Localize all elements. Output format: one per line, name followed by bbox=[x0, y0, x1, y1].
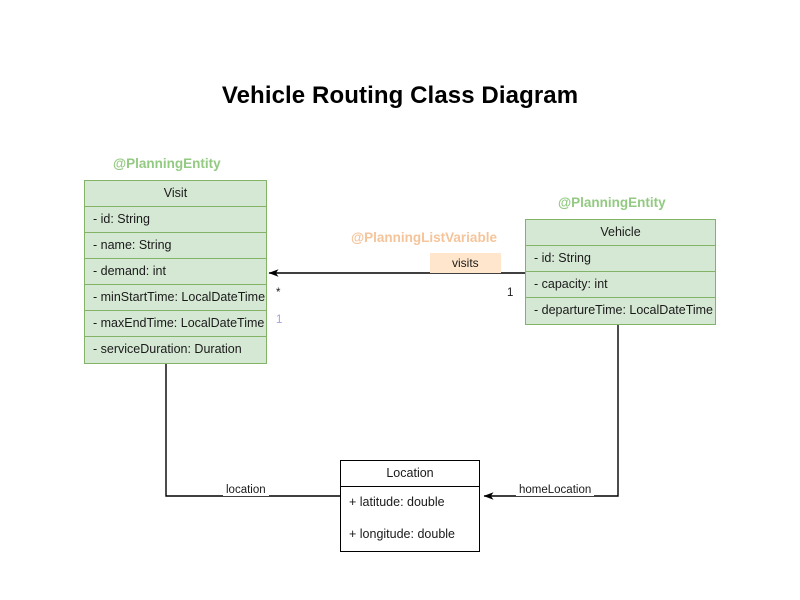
multiplicity-visits-target: * bbox=[276, 287, 281, 299]
class-name-visit: Visit bbox=[85, 181, 266, 207]
class-name-vehicle: Vehicle bbox=[526, 220, 715, 246]
class-attr-location-latitude: + latitude: double bbox=[349, 495, 445, 509]
class-attr-visit-max-end-time: - maxEndTime: LocalDateTime bbox=[85, 311, 266, 337]
edge-label-visits: visits bbox=[430, 253, 501, 273]
page-title: Vehicle Routing Class Diagram bbox=[221, 82, 579, 109]
class-name-location: Location bbox=[341, 461, 479, 487]
annotation-planning-list-variable: @PlanningListVariable bbox=[351, 230, 497, 245]
edge-home-location bbox=[483, 323, 619, 500]
class-box-visit[interactable]: Visit - id: String - name: String - dema… bbox=[84, 180, 267, 364]
class-attr-visit-name: - name: String bbox=[85, 233, 266, 259]
class-attr-visit-demand: - demand: int bbox=[85, 259, 266, 285]
edge-label-location: location bbox=[223, 484, 269, 496]
class-attr-visit-id: - id: String bbox=[85, 207, 266, 233]
class-attr-location-longitude: + longitude: double bbox=[349, 527, 455, 541]
class-attr-visit-service-duration: - serviceDuration: Duration bbox=[93, 342, 242, 356]
multiplicity-visits-source: 1 bbox=[507, 287, 514, 299]
multiplicity-visits-extra: 1 bbox=[276, 314, 283, 326]
class-attr-visit-min-start-time: - minStartTime: LocalDateTime bbox=[85, 285, 266, 311]
class-box-location[interactable]: Location + latitude: double + longitude:… bbox=[340, 460, 480, 552]
edge-label-home-location: homeLocation bbox=[516, 484, 595, 496]
class-attr-vehicle-departure-time: - departureTime: LocalDateTime bbox=[534, 303, 714, 317]
class-box-vehicle[interactable]: Vehicle - id: String - capacity: int - d… bbox=[525, 219, 716, 325]
annotation-planning-entity-vehicle: @PlanningEntity bbox=[558, 195, 666, 210]
class-attr-vehicle-id: - id: String bbox=[526, 246, 715, 272]
annotation-planning-entity-visit: @PlanningEntity bbox=[113, 156, 221, 171]
class-attr-vehicle-capacity: - capacity: int bbox=[526, 272, 715, 298]
